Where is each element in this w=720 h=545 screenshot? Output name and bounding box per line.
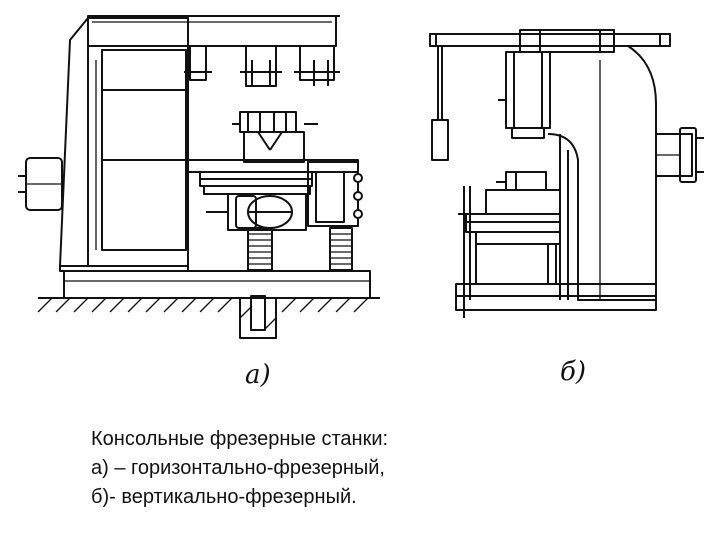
drive-motor [18,157,63,211]
knee [307,159,363,227]
caption-line-3: б)- вертикально-фрезерный. [91,486,357,508]
caption-line-2: а) – горизонтально-фрезерный, [91,457,385,479]
hanging-handle [431,46,449,161]
floor-hatching [37,297,380,313]
top-rail [429,33,671,47]
horizontal-milling-machine-drawing [18,15,380,339]
drive-motor-right [655,127,704,183]
foundation-pit [239,295,277,339]
table-and-workpiece [465,171,561,245]
column-body [547,45,657,301]
feed-rod [458,186,476,318]
machine-base [63,270,371,299]
cutter-and-workpiece [232,111,318,163]
vertical-milling-machine-drawing [429,29,704,318]
label-a: а) [245,360,271,390]
spindle-head [498,29,615,139]
saddle [206,193,307,231]
arbor-supports [184,45,340,87]
caption-line-1: Консольные фрезерные станки: [91,428,389,450]
overarm [87,15,340,47]
knee-right [475,243,561,285]
base-right [455,283,657,311]
work-table [187,159,359,195]
column [59,17,189,272]
caption: Консольные фрезерные станки: а) – горизо… [91,425,388,512]
elevating-screw [247,227,353,271]
label-b: б) [560,357,587,387]
